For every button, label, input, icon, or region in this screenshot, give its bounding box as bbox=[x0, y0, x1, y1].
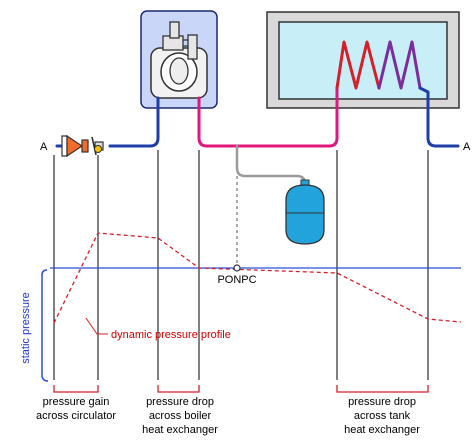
tank-coil-hot bbox=[335, 40, 381, 90]
ponpc-marker bbox=[233, 264, 241, 272]
boiler-bracket bbox=[157, 385, 200, 393]
circulator-annotation-line-2: across circulator bbox=[36, 410, 116, 422]
boiler-annotation-line-3: heat exchanger bbox=[142, 424, 218, 436]
tank-annotation: pressure drop across tank heat exchanger bbox=[344, 396, 420, 436]
tank-annotation-line-3: heat exchanger bbox=[344, 424, 420, 436]
dynamic-pressure-profile bbox=[53, 232, 462, 324]
expansion-tank-body bbox=[285, 184, 325, 245]
circulator bbox=[61, 134, 104, 158]
port-right-label: A bbox=[463, 141, 471, 153]
tank-return-pipe bbox=[418, 86, 460, 148]
boiler-annotation-line-1: pressure drop bbox=[146, 396, 214, 408]
expansion-tank-pipe bbox=[235, 144, 307, 186]
circulator-bracket bbox=[53, 385, 99, 393]
circulator-annotation: pressure gain across circulator bbox=[36, 396, 116, 422]
boiler-outlet-pipe bbox=[197, 86, 339, 148]
port-left-label: A bbox=[40, 141, 48, 153]
reference-lines bbox=[53, 150, 429, 380]
boiler-flue bbox=[169, 21, 180, 39]
ponpc-label: PONPC bbox=[217, 274, 256, 286]
annotation-brackets bbox=[53, 385, 429, 393]
pressure-tap-icon bbox=[94, 145, 102, 153]
circulator-pump-icon bbox=[66, 134, 84, 158]
profile-leader-line bbox=[85, 317, 108, 335]
boiler-annotation: pressure drop across boiler heat exchang… bbox=[142, 396, 218, 436]
tank-bracket bbox=[336, 385, 429, 393]
expansion-tank bbox=[285, 179, 325, 245]
tank-annotation-line-1: pressure drop bbox=[348, 396, 416, 408]
boiler bbox=[140, 10, 218, 109]
boiler-supply-pipe bbox=[108, 96, 160, 148]
boiler-burner-core bbox=[169, 57, 189, 85]
boiler-annotation-line-2: across boiler bbox=[149, 410, 212, 422]
dynamic-profile-label: dynamic pressure profile bbox=[111, 329, 231, 341]
piping bbox=[55, 40, 460, 186]
tank-coil-mid bbox=[377, 40, 422, 90]
circulator-inlet-flange bbox=[61, 135, 68, 157]
circulator-annotation-line-1: pressure gain bbox=[43, 396, 110, 408]
static-pressure-bracket bbox=[41, 269, 49, 382]
check-valve-icon bbox=[91, 136, 97, 156]
boiler-gas-valve bbox=[187, 34, 198, 60]
tank-annotation-line-2: across tank bbox=[354, 410, 411, 422]
static-pressure-axis-label: static pressure bbox=[20, 292, 32, 364]
